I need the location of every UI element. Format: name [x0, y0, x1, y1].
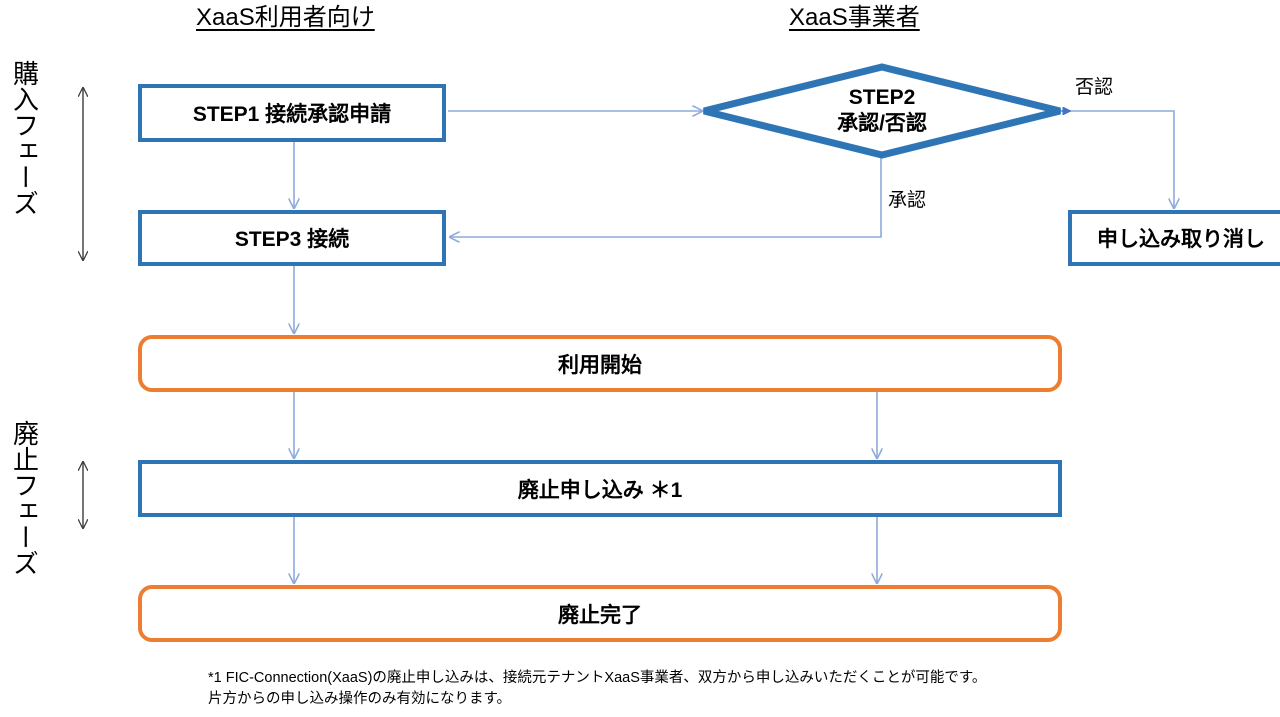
node-step3[interactable]: STEP3 接続: [138, 210, 446, 266]
diamond-shape: [703, 63, 1061, 159]
node-terminate-done[interactable]: 廃止完了: [138, 585, 1062, 642]
phase-label-termination: 廃止フェーズ: [9, 420, 40, 576]
node-step1[interactable]: STEP1 接続承認申請: [138, 84, 446, 142]
node-start-use[interactable]: 利用開始: [138, 335, 1062, 392]
edge-step2-reject-to-cancel: [1062, 110, 1174, 208]
footnote: *1 FIC-Connection(XaaS)の廃止申し込みは、接続元テナントX…: [208, 668, 986, 710]
node-terminate-request[interactable]: 廃止申し込み ＊1: [138, 460, 1062, 517]
node-step2[interactable]: STEP2 承認/否認: [700, 63, 1064, 159]
phase-label-purchase: 購入フェーズ: [9, 60, 40, 216]
footnote-line-1: *1 FIC-Connection(XaaS)の廃止申し込みは、接続元テナントX…: [208, 670, 987, 686]
edge-step2-approve-to-step3: [450, 152, 882, 237]
column-header-provider: XaaS事業者: [789, 4, 920, 31]
edge-label-reject: 否認: [1075, 77, 1114, 98]
column-header-consumer: XaaS利用者向け: [196, 4, 375, 31]
node-cancel-application[interactable]: 申し込み取り消し: [1068, 210, 1280, 266]
edge-label-approve: 承認: [888, 190, 927, 211]
footnote-line-2: 片方からの申し込み操作のみ有効になります。: [208, 691, 512, 708]
